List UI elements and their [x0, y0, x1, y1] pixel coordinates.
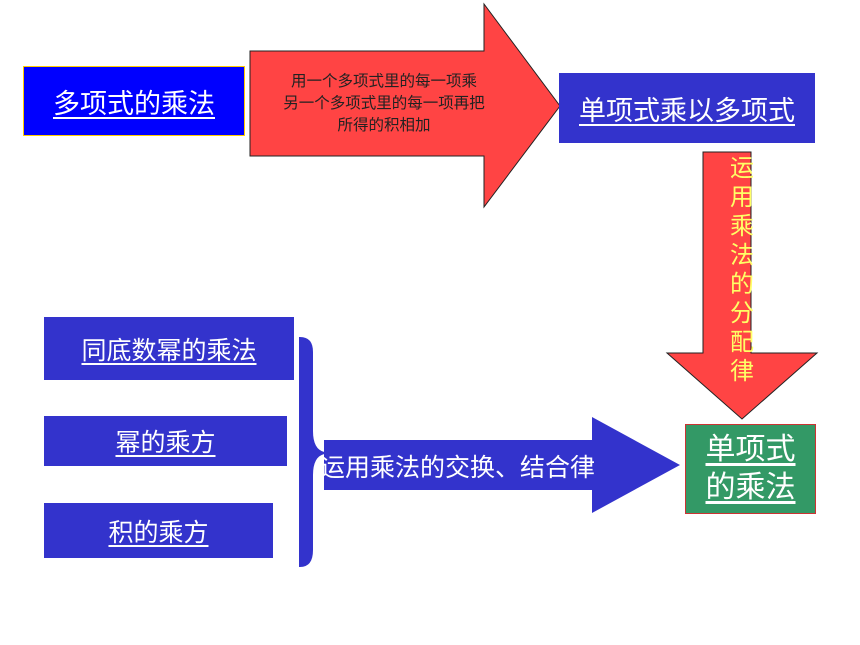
- node-power-of-product[interactable]: 积的乘方: [44, 503, 273, 558]
- down-arrow-char-2: 用: [730, 183, 754, 211]
- down-arrow-char-4: 法: [730, 241, 754, 269]
- node-polynomial-multiplication-label[interactable]: 多项式的乘法: [53, 88, 215, 120]
- node-monomial-multiplication[interactable]: 单项式 的乘法: [685, 424, 816, 514]
- down-arrow-label: 运 用 乘 法 的 分 配 律: [726, 154, 758, 386]
- node-monomial-times-polynomial-label[interactable]: 单项式乘以多项式: [579, 95, 795, 127]
- bottom-arrow-label: 运用乘法的交换、结合律: [320, 440, 640, 492]
- node-same-base-power-multiplication[interactable]: 同底数幂的乘法: [44, 317, 294, 380]
- top-arrow-line-3: 所得的积相加: [337, 116, 431, 134]
- grouping-brace: [299, 336, 325, 568]
- down-arrow-char-6: 分: [730, 299, 754, 327]
- top-arrow-line-1: 用一个多项式里的每一项乘: [290, 72, 477, 90]
- node-power-of-power-label[interactable]: 幂的乘方: [115, 428, 216, 457]
- node-polynomial-multiplication[interactable]: 多项式的乘法: [23, 66, 245, 136]
- node-monomial-times-polynomial[interactable]: 单项式乘以多项式: [559, 73, 815, 143]
- down-arrow-char-3: 乘: [730, 212, 754, 240]
- node-monomial-multiplication-line-2[interactable]: 的乘法: [705, 470, 796, 505]
- top-red-arrow: [249, 2, 561, 209]
- down-arrow-char-7: 配: [730, 328, 754, 356]
- down-arrow-char-5: 的: [730, 270, 754, 298]
- node-same-base-power-multiplication-label[interactable]: 同底数幂的乘法: [81, 335, 257, 365]
- top-arrow-line-2: 另一个多项式里的每一项再把: [283, 94, 485, 112]
- top-arrow-label: 用一个多项式里的每一项乘 另一个多项式里的每一项再把 所得的积相加: [250, 66, 518, 140]
- bottom-arrow-label-text: 运用乘法的交换、结合律: [320, 453, 596, 482]
- down-arrow-char-8: 律: [730, 357, 754, 385]
- node-monomial-multiplication-line-1[interactable]: 单项式: [705, 432, 796, 467]
- node-power-of-power[interactable]: 幂的乘方: [44, 416, 287, 466]
- down-arrow-char-1: 运: [730, 154, 754, 182]
- bottom-blue-arrow: [324, 417, 680, 513]
- node-power-of-product-label[interactable]: 积的乘方: [108, 517, 209, 547]
- down-red-arrow: [665, 151, 819, 420]
